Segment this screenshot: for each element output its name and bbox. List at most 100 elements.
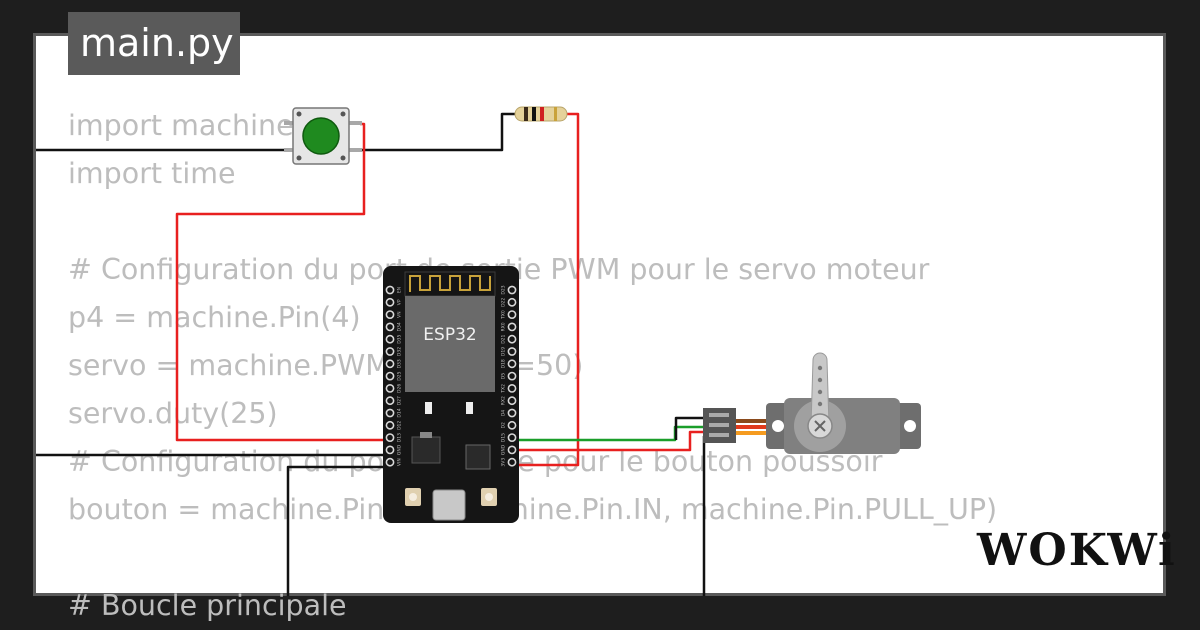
pin-label: D35 [397, 334, 403, 343]
pushbutton-corner [340, 155, 346, 161]
esp32-board[interactable]: ESP32 ENVPVND34D35D32D33D25D26D27D14D12D… [383, 266, 519, 523]
pin-label: D32 [397, 347, 403, 356]
pin-label: GND [397, 444, 403, 455]
pin-label: 3V3 [501, 458, 507, 467]
smd-part [466, 402, 473, 414]
pin-label: D34 [397, 322, 403, 331]
pin-label: VP [397, 299, 403, 305]
wire-servo-power[interactable] [513, 430, 708, 452]
pin-label: D22 [501, 298, 507, 307]
usb-chip [465, 444, 491, 470]
wire-button-to-d15[interactable] [175, 122, 392, 442]
left-pin-d27[interactable] [385, 396, 395, 406]
right-pin-d23[interactable] [507, 285, 517, 295]
wire-button-to-resistor[interactable] [350, 112, 515, 152]
wire-resistor-to-3v3[interactable] [513, 112, 580, 467]
file-tab-main-py[interactable]: main.py [68, 12, 240, 75]
diagram-canvas [33, 33, 1166, 596]
pin-label: D27 [397, 396, 403, 405]
servo-mount-hole [904, 420, 916, 432]
servo-horn-hole [817, 365, 823, 371]
wire-vin-down[interactable] [286, 465, 392, 596]
wire-servo-signal[interactable] [513, 425, 708, 442]
antenna-trace [409, 275, 491, 292]
left-pin-vin[interactable] [385, 457, 395, 467]
pin-label: D25 [397, 371, 403, 380]
code-line: servo.duty(25) [68, 397, 278, 430]
servo-mount-hole [772, 420, 784, 432]
resistor-band [554, 107, 557, 121]
servo-motor[interactable] [703, 352, 921, 454]
resistor-band [540, 107, 544, 121]
pin-label: D21 [501, 334, 507, 343]
pin-label: D12 [397, 421, 403, 430]
code-line: p4 = machine.Pin(4) [68, 301, 361, 334]
wokwi-logo: WOKWi [977, 525, 1177, 576]
left-pin-en[interactable] [385, 285, 395, 295]
pin-label: GND [501, 444, 507, 455]
pushbutton[interactable] [284, 107, 362, 165]
pin-label: D26 [397, 384, 403, 393]
resistor[interactable] [514, 106, 568, 122]
right-pin-d19[interactable] [507, 347, 517, 356]
right-pin-d15[interactable] [507, 433, 517, 442]
left-pin-d32[interactable] [385, 347, 395, 356]
wire-servo-ground[interactable] [674, 416, 708, 440]
servo-screw-icon [814, 420, 826, 432]
right-pin-d5[interactable] [507, 371, 517, 381]
servo-horn-hole [817, 401, 823, 407]
pin-label: D15 [501, 433, 507, 442]
left-pin-header: ENVPVND34D35D32D33D25D26D27D14D12D13GNDV… [385, 285, 403, 467]
pushbutton-leg [348, 121, 362, 125]
left-pin-d13[interactable] [385, 433, 395, 442]
right-pin-d2[interactable] [507, 420, 517, 430]
pin-label: VIN [397, 458, 403, 466]
boot-button-cap [409, 493, 417, 501]
wires [36, 112, 708, 596]
right-pin-gnd[interactable] [507, 445, 517, 455]
right-pin-tx2[interactable] [507, 383, 517, 393]
resistor-band [532, 107, 536, 121]
code-line: # Boucle principale [68, 589, 347, 622]
left-pin-vp[interactable] [385, 297, 395, 307]
left-pin-d34[interactable] [385, 322, 395, 332]
right-pin-rx0[interactable] [507, 322, 517, 332]
esp32-module [405, 296, 495, 392]
servo-connector-slot [709, 413, 729, 417]
pin-label: D13 [397, 433, 403, 442]
left-pin-d33[interactable] [385, 359, 395, 369]
left-pin-d12[interactable] [385, 420, 395, 430]
right-pin-d21[interactable] [507, 334, 517, 344]
right-pin-3v3[interactable] [507, 457, 517, 467]
pin-label: VN [397, 311, 403, 317]
left-pin-gnd[interactable] [385, 445, 395, 455]
pushbutton-cap[interactable] [302, 117, 340, 155]
servo-connector-slot [709, 423, 729, 427]
usb-port[interactable] [432, 489, 466, 521]
right-pin-rx2[interactable] [507, 396, 517, 406]
pin-label: TX2 [501, 384, 507, 394]
pushbutton-leg [284, 148, 296, 152]
right-pin-tx0[interactable] [507, 310, 517, 319]
left-pin-d26[interactable] [385, 383, 395, 393]
servo-horn-hole [817, 389, 823, 395]
pin-label: D23 [501, 285, 507, 294]
left-pin-vn[interactable] [385, 310, 395, 319]
right-pin-header: D23D22TX0RX0D21D19D18D5TX2RX2D4D2D15GND3… [501, 285, 517, 467]
pin-label: D18 [501, 359, 507, 368]
servo-connector-slot [709, 433, 729, 437]
right-pin-d22[interactable] [507, 297, 517, 307]
pushbutton-corner [296, 111, 302, 117]
pin-label: TX0 [501, 310, 507, 320]
pushbutton-corner [296, 155, 302, 161]
right-pin-d4[interactable] [507, 408, 517, 418]
left-pin-d14[interactable] [385, 408, 395, 418]
regulator [411, 436, 441, 464]
pin-label: D2 [501, 422, 507, 428]
right-pin-d18[interactable] [507, 359, 517, 369]
servo-horn [810, 352, 830, 427]
resistor-band [524, 107, 528, 121]
left-pin-d25[interactable] [385, 371, 395, 381]
left-pin-d35[interactable] [385, 334, 395, 344]
